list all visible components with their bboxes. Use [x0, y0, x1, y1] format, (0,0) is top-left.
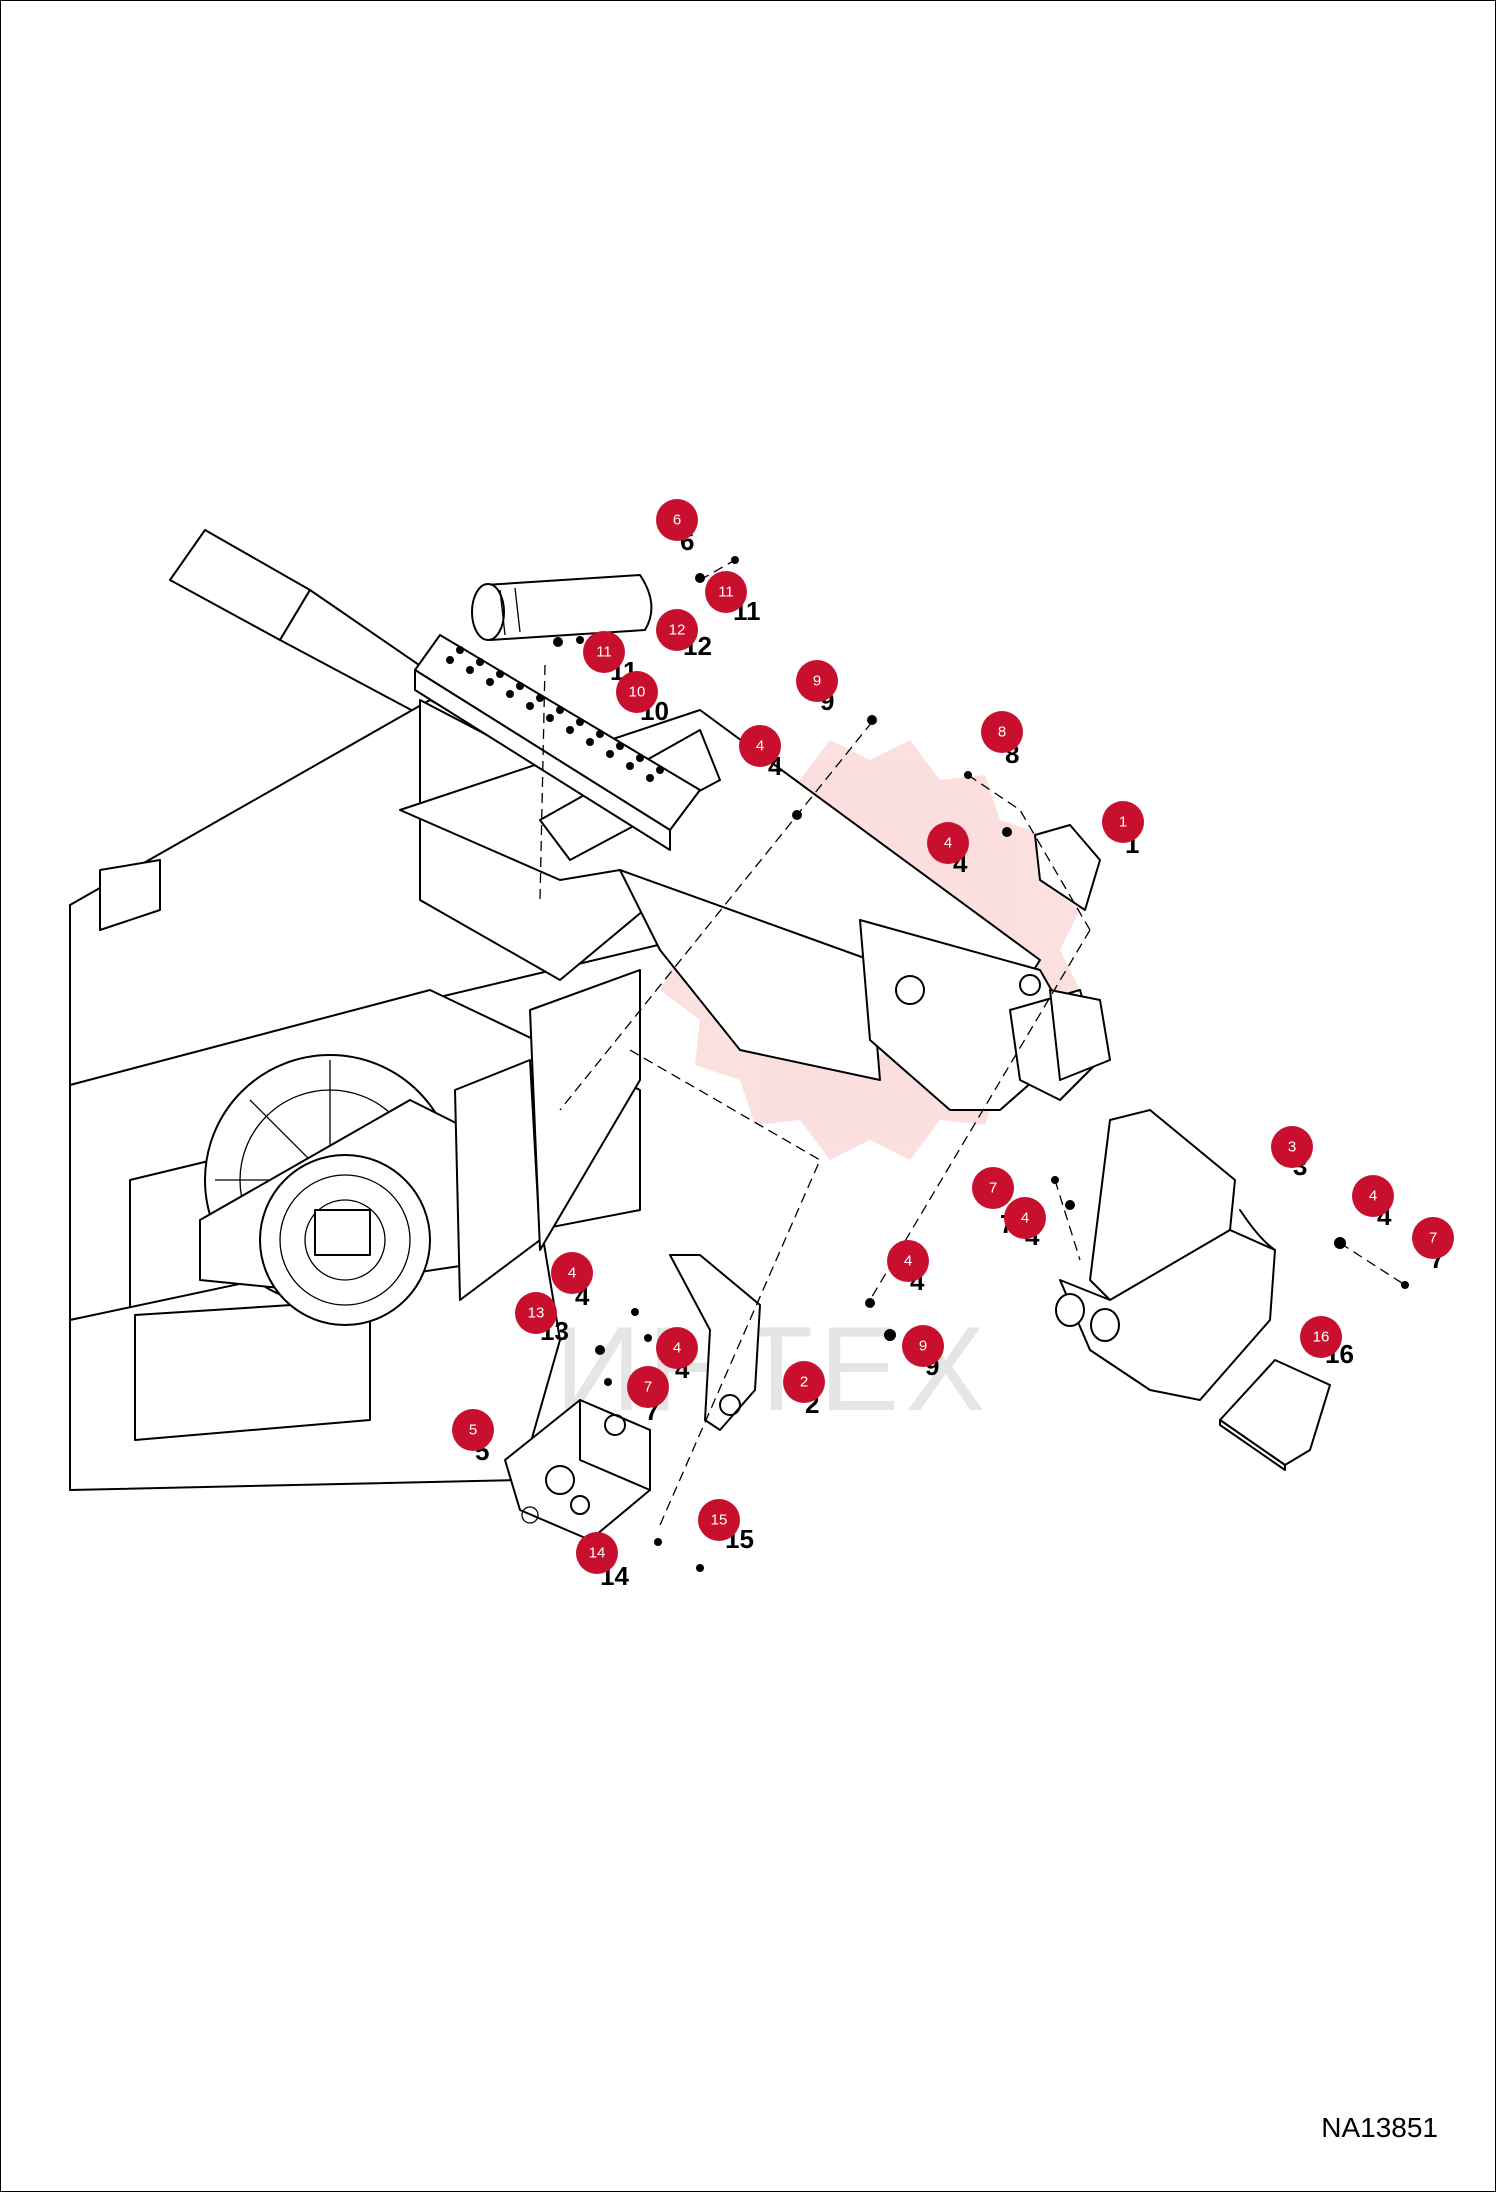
badge-7b[interactable]: 7 [1412, 1217, 1454, 1259]
badge-15[interactable]: 15 [698, 1499, 740, 1541]
leader-lines [539, 559, 1406, 1526]
svg-text:1: 1 [1119, 814, 1127, 831]
badge-6[interactable]: 6 [656, 499, 698, 541]
badge-11b[interactable]: 11 [583, 631, 625, 673]
badge-14[interactable]: 14 [576, 1532, 618, 1574]
badge-9a[interactable]: 9 [796, 660, 838, 702]
badge-4c[interactable]: 4 [1004, 1197, 1046, 1239]
svg-text:8: 8 [998, 724, 1006, 741]
watermark-text: ИНТЕХ [555, 1302, 991, 1436]
badge-4b[interactable]: 4 [927, 822, 969, 864]
part-2-bracket [669, 1254, 761, 1431]
badge-8[interactable]: 8 [981, 711, 1023, 753]
svg-text:16: 16 [1313, 1329, 1330, 1346]
badge-2[interactable]: 2 [783, 1361, 825, 1403]
part-16-module [1219, 1359, 1331, 1471]
drawing-code: NA13851 [1321, 2112, 1438, 2143]
svg-text:11: 11 [718, 584, 734, 601]
badge-3[interactable]: 3 [1271, 1126, 1313, 1168]
boom-assembly [399, 709, 1111, 1111]
badge-7c[interactable]: 7 [627, 1366, 669, 1408]
svg-text:9: 9 [813, 673, 821, 690]
oil-cooler [414, 634, 701, 851]
svg-text:12: 12 [669, 622, 686, 639]
svg-text:4: 4 [756, 738, 764, 755]
svg-text:4: 4 [1021, 1210, 1029, 1227]
part-1-bracket [1034, 824, 1101, 911]
svg-text:2: 2 [800, 1374, 808, 1391]
svg-text:14: 14 [589, 1545, 606, 1562]
part-3-cover [1055, 1109, 1276, 1401]
svg-text:11: 11 [596, 644, 612, 661]
badge-16[interactable]: 16 [1300, 1316, 1342, 1358]
svg-text:13: 13 [528, 1305, 545, 1322]
svg-text:7: 7 [644, 1379, 652, 1396]
svg-text:4: 4 [1369, 1188, 1377, 1205]
badge-9b[interactable]: 9 [902, 1325, 944, 1367]
badge-11a[interactable]: 11 [705, 571, 747, 613]
callout-badges: 1 2 3 4 4 4 4 4 4 4 5 6 7 7 7 8 9 9 10 1… [452, 499, 1454, 1574]
badge-4g[interactable]: 4 [656, 1327, 698, 1369]
svg-text:15: 15 [711, 1512, 728, 1529]
badge-12[interactable]: 12 [656, 609, 698, 651]
badge-4a[interactable]: 4 [739, 725, 781, 767]
svg-text:4: 4 [904, 1253, 912, 1270]
badge-4f[interactable]: 4 [551, 1252, 593, 1294]
badge-5[interactable]: 5 [452, 1409, 494, 1451]
svg-text:6: 6 [673, 512, 681, 529]
svg-text:7: 7 [989, 1180, 997, 1197]
badge-4d[interactable]: 4 [1352, 1175, 1394, 1217]
svg-text:5: 5 [469, 1422, 477, 1439]
badge-10[interactable]: 10 [616, 671, 658, 713]
svg-text:10: 10 [629, 684, 646, 701]
svg-text:3: 3 [1288, 1139, 1296, 1156]
badge-4e[interactable]: 4 [887, 1240, 929, 1282]
badge-1[interactable]: 1 [1102, 801, 1144, 843]
svg-text:9: 9 [919, 1338, 927, 1355]
svg-text:7: 7 [1429, 1230, 1437, 1247]
filter-canister [471, 574, 653, 641]
badge-13[interactable]: 13 [515, 1292, 557, 1334]
svg-text:4: 4 [568, 1265, 576, 1282]
svg-text:4: 4 [944, 835, 952, 852]
svg-text:4: 4 [673, 1340, 681, 1357]
part-5-valve [504, 1399, 651, 1541]
badge-7a[interactable]: 7 [972, 1167, 1014, 1209]
